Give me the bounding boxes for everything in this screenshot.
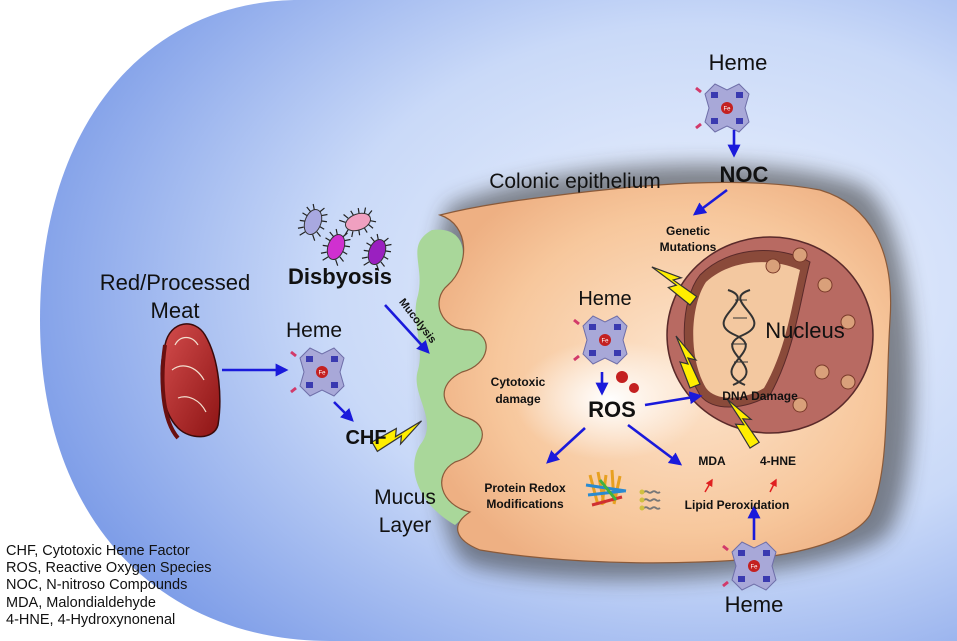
mda-label: MDA (698, 454, 726, 468)
protein-redox-label: Modifications (486, 497, 564, 511)
mucus-layer (414, 229, 487, 525)
nucleus (666, 236, 874, 434)
fe-ion (629, 383, 639, 393)
small-red-arrows (704, 478, 777, 493)
hne-label: 4-HNE (760, 454, 796, 468)
heme-label: Heme (725, 592, 784, 617)
mucus-layer-label: Mucus (374, 486, 436, 509)
heme-label: Heme (709, 50, 768, 75)
heme-label: Heme (578, 288, 631, 310)
red-meat-label: Meat (151, 298, 200, 323)
chf-label: CHF (345, 427, 386, 449)
legend-item: NOC, N-nitroso Compounds (6, 577, 188, 594)
heme-label: Heme (286, 319, 342, 342)
arrow-mucolysis (384, 304, 430, 354)
abbreviation-legend: CHF, Cytotoxic Heme Factor ROS, Reactive… (6, 543, 212, 629)
arrow-ros-dna (644, 391, 703, 407)
cytotoxic-damage-label: Cytotoxic (491, 375, 546, 389)
protein-icon (585, 469, 627, 507)
lipid-peroxidation-label: Lipid Peroxidation (685, 498, 790, 512)
arrow-ros-lipid (627, 423, 683, 466)
disbyosis-label: Disbyosis (288, 264, 392, 289)
colonic-epithelium-label: Colonic epithelium (489, 170, 661, 193)
arrow-noc-mutations (692, 188, 728, 216)
legend-item: CHF, Cytotoxic Heme Factor (6, 543, 190, 559)
arrow-ros-protein (546, 427, 586, 464)
dna-damage-label: DNA Damage (722, 389, 798, 403)
genetic-mutations-label: Mutations (660, 240, 717, 254)
meat-icon (160, 323, 221, 440)
legend-item: MDA, Malondialdehyde (6, 594, 156, 611)
fe-ion (616, 371, 628, 383)
legend-item: ROS, Reactive Oxygen Species (6, 560, 212, 577)
arrows (222, 130, 761, 540)
arrow-heme-chf (333, 401, 354, 422)
genetic-mutations-label: Genetic (666, 224, 710, 238)
cytotoxic-damage-label: damage (495, 392, 541, 406)
red-meat-label: Red/Processed (100, 270, 250, 295)
noc-label: NOC (720, 162, 769, 187)
legend-item: 4-HNE, 4-Hydroxynonenal (6, 611, 176, 628)
mucus-layer-label: Layer (379, 514, 432, 537)
protein-redox-label: Protein Redox (484, 481, 566, 495)
lipid-icon (639, 489, 661, 511)
ros-glow (515, 340, 705, 460)
nucleus-label: Nucleus (765, 318, 844, 343)
ros-label: ROS (588, 397, 636, 422)
